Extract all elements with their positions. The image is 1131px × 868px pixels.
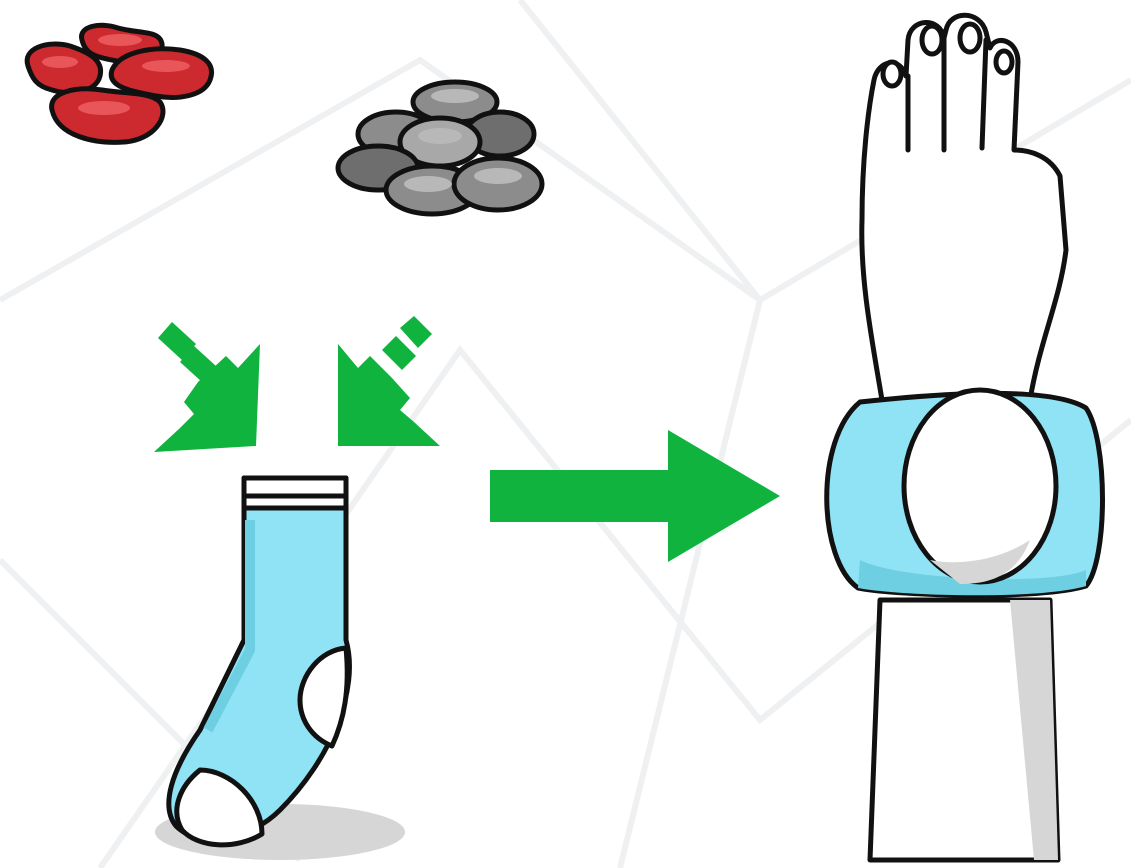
sock-icon	[169, 478, 350, 845]
down-left-arrow-icon	[338, 316, 440, 446]
wrist-weight-icon	[827, 390, 1103, 595]
right-arrow-icon	[490, 430, 780, 562]
kidney-beans-icon	[27, 25, 211, 142]
pebbles-icon	[338, 82, 542, 214]
down-right-arrow-icon	[154, 322, 260, 452]
